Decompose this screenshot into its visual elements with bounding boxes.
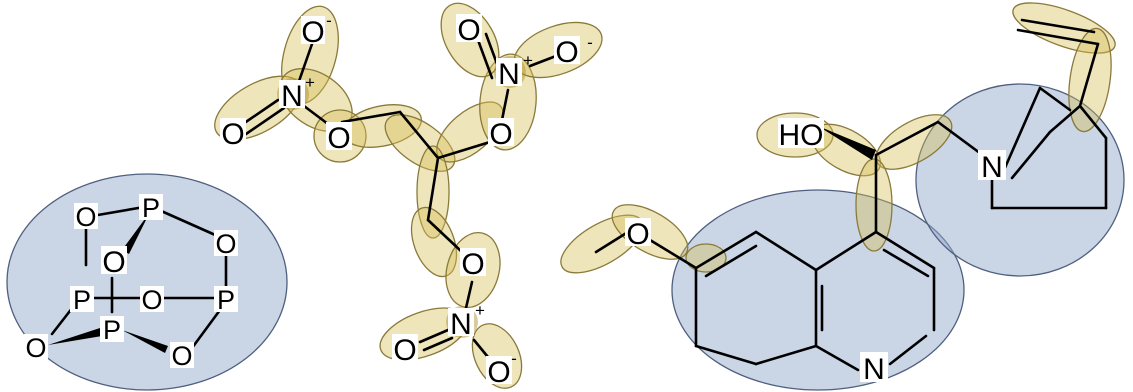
- nitroglycerin-atoms: O - N + O O O N + O - O O N +: [220, 11, 593, 389]
- molecule-p4o6: O P O O P O P O P O O: [6, 173, 288, 391]
- atom-o: O: [215, 229, 236, 259]
- p4o6-bonds: [48, 204, 228, 353]
- molecule-quinine: HO O N N: [560, 2, 1125, 391]
- atom-o: O: [102, 246, 125, 279]
- charge-plus: +: [305, 73, 315, 92]
- atom-o: O: [327, 122, 350, 155]
- nitroglycerin-bonds: [238, 32, 558, 364]
- atom-o: O: [489, 118, 512, 151]
- atom-o: O: [461, 248, 484, 281]
- atom-o: O: [393, 334, 416, 367]
- atom-n: N: [981, 151, 1003, 184]
- atom-hydroxyl: HO: [779, 119, 824, 152]
- atom-o: O: [141, 285, 162, 315]
- atom-o: O: [487, 356, 510, 389]
- atom-n: N: [498, 58, 520, 91]
- atom-o: O: [626, 218, 649, 251]
- atom-p: P: [103, 315, 121, 345]
- atom-n: N: [281, 80, 303, 113]
- atom-o: O: [75, 202, 96, 232]
- atom-o: O: [221, 118, 244, 151]
- quinine-bonds: [594, 18, 1108, 372]
- charge-plus: +: [523, 51, 533, 70]
- atom-o: O: [457, 14, 480, 47]
- charge-minus: -: [511, 349, 517, 368]
- p4o6-atoms: O P O O P O P O P O O: [24, 193, 238, 371]
- atom-p: P: [217, 285, 235, 315]
- atom-p: P: [73, 285, 91, 315]
- atom-n: N: [450, 308, 472, 341]
- ring-highlight-quinuclidine: [915, 83, 1125, 277]
- charge-minus: -: [326, 11, 332, 30]
- charge-minus: -: [587, 33, 593, 52]
- charge-plus: +: [475, 301, 485, 320]
- atom-o: O: [25, 333, 46, 363]
- atom-n: N: [863, 353, 885, 386]
- atom-o: O: [301, 16, 324, 49]
- quinine-atoms: HO O N N: [625, 118, 1006, 386]
- ring-highlight-quinoline: [671, 189, 965, 391]
- atom-o: O: [555, 36, 578, 69]
- molecule-nitroglycerin: O - N + O O O N + O - O O N +: [214, 2, 603, 389]
- atom-o: O: [171, 341, 192, 371]
- atom-p: P: [142, 193, 160, 223]
